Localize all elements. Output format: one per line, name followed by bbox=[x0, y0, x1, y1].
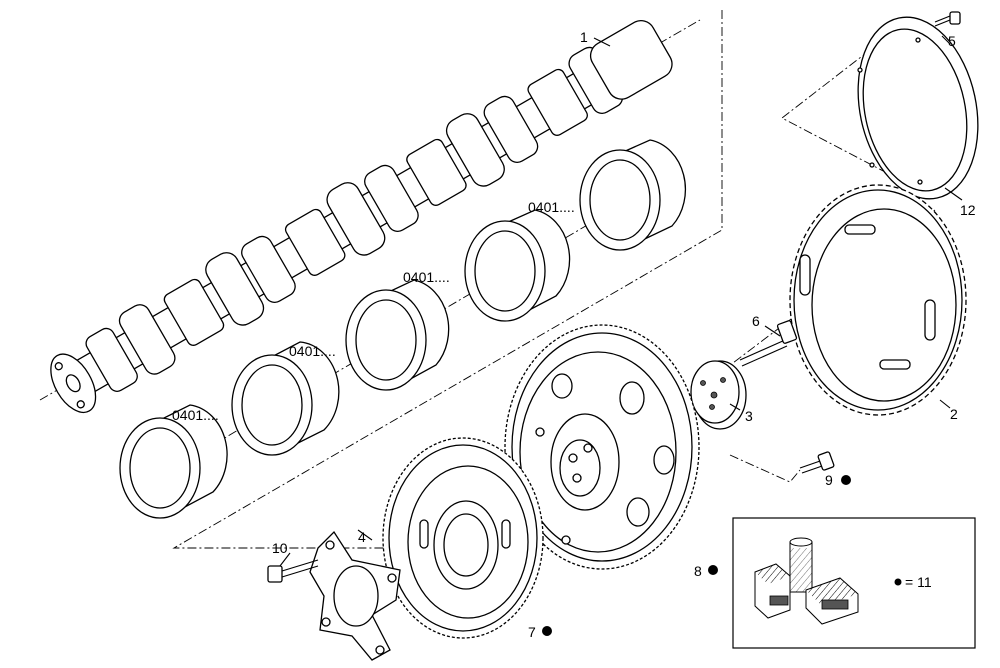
iveco-parts-logo bbox=[754, 537, 859, 625]
legend-box: = 11 bbox=[732, 517, 976, 649]
bearing-ref-label: 0401.... bbox=[403, 269, 450, 285]
bearing-shell bbox=[579, 139, 687, 251]
bolt bbox=[739, 320, 798, 367]
callout-9: 9 bbox=[825, 472, 833, 488]
bearing-shell bbox=[464, 209, 571, 322]
note-dot bbox=[841, 475, 851, 485]
legend-text: = 11 bbox=[905, 574, 932, 590]
callout-3: 3 bbox=[745, 408, 753, 424]
note-dot bbox=[542, 626, 552, 636]
callout-5: 5 bbox=[948, 33, 956, 49]
bearing-ref-label: 0401.... bbox=[289, 343, 336, 359]
callout-10: 10 bbox=[272, 540, 288, 556]
callout-12: 12 bbox=[960, 202, 976, 218]
large-gear bbox=[504, 324, 700, 570]
callout-2: 2 bbox=[950, 406, 958, 422]
callout-1: 1 bbox=[580, 29, 588, 45]
callout-6: 6 bbox=[752, 313, 760, 329]
callout-4: 4 bbox=[358, 529, 366, 545]
bearing-shell bbox=[345, 279, 450, 391]
callout-8: 8 bbox=[694, 563, 702, 579]
leader-lines bbox=[279, 35, 963, 567]
camshaft bbox=[50, 20, 673, 414]
screw bbox=[934, 11, 961, 27]
bearing-ref-label: 0401.... bbox=[528, 199, 575, 215]
cover-plate bbox=[857, 16, 979, 200]
medium-gear bbox=[382, 437, 544, 639]
bearing-ref-label: 0401.... bbox=[172, 407, 219, 423]
bearing-shell bbox=[231, 341, 340, 456]
bolt bbox=[267, 559, 319, 583]
flange-plate bbox=[309, 530, 401, 661]
hub-disc bbox=[690, 360, 747, 430]
bolt bbox=[799, 451, 835, 474]
phonic-wheel bbox=[789, 184, 967, 416]
bearing-shell bbox=[119, 404, 228, 519]
note-dot bbox=[708, 565, 718, 575]
callout-7: 7 bbox=[528, 624, 536, 640]
